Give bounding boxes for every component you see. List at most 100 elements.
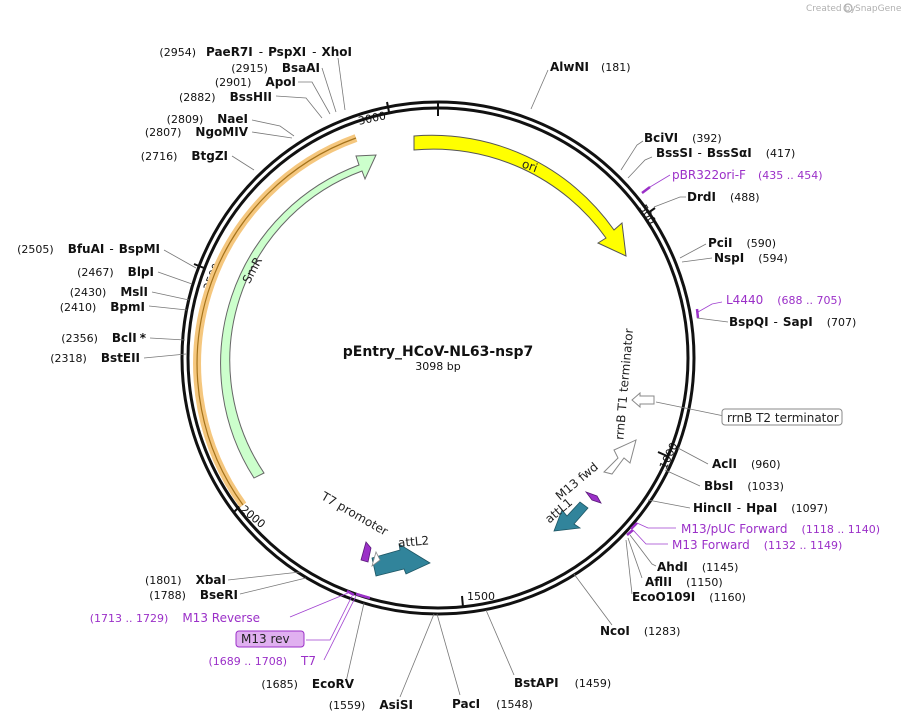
bcivi-leader [620, 140, 644, 171]
site-bspqi[interactable]: BspQI-SapI(707) [729, 315, 856, 329]
site-xbai[interactable]: (1801)XbaI [145, 573, 226, 587]
ecoo109i-leader [625, 539, 633, 595]
primer-pbr322[interactable]: pBR322ori-F(435 .. 454) [672, 168, 823, 182]
site-acli[interactable]: AclI(960) [712, 457, 781, 471]
plasmid-size: 3098 bp [415, 360, 460, 373]
site-apoi[interactable]: (2901)ApoI [215, 75, 296, 89]
m13forward-marker [626, 529, 634, 536]
smr-highlight-line [196, 137, 357, 506]
site-ahdi[interactable]: AhdI(1145) [657, 560, 738, 574]
site-naei[interactable]: (2809)NaeI [167, 112, 248, 126]
primer-m13puc[interactable]: M13/pUC Forward(1118 .. 1140) [681, 522, 880, 536]
tick-2500 [193, 263, 205, 269]
primer-l4440[interactable]: L4440(688 .. 705) [726, 293, 842, 307]
bpmi-leader [148, 305, 188, 311]
site-bsssi[interactable]: BssSI-BssSαI(417) [656, 146, 795, 160]
site-bsteii[interactable]: (2318)BstEII [50, 351, 140, 365]
site-nspi[interactable]: NspI(594) [714, 251, 788, 265]
ecorv-leader [345, 602, 365, 683]
m13reverse-marker [346, 589, 355, 597]
asisi-leader [399, 613, 435, 698]
site-ecorv[interactable]: (1685)EcoRV [261, 677, 354, 691]
site-aflii[interactable]: AflII(1150) [645, 575, 723, 589]
l4440-leader [697, 301, 723, 313]
drdi-leader [653, 196, 686, 208]
apoi-leader [298, 81, 331, 115]
plasmid-name: pEntry_HCoV-NL63-nsp7 [343, 344, 534, 360]
site-bsshii[interactable]: (2882)BssHII [179, 90, 272, 104]
rrnb-t2-box[interactable] [721, 408, 843, 426]
t7-primer-small [371, 550, 381, 568]
primer-t7[interactable]: (1689 .. 1708)T7 [208, 654, 316, 668]
tick-label-1500: 1500 [467, 590, 495, 603]
site-hincii[interactable]: HincII-HpaI(1097) [693, 501, 828, 515]
m13rev-leader [306, 595, 353, 641]
bspqi-leader [696, 317, 729, 323]
bstapi-leader [485, 609, 515, 676]
bcli-leader [149, 337, 186, 341]
rrnb-t2-arrow[interactable] [631, 391, 655, 409]
m13forward-leader [632, 529, 668, 545]
site-paer7i[interactable]: (2954)PaeR7I-PspXI-XhoI [159, 45, 352, 59]
t7-leader [323, 595, 357, 661]
site-bcivi[interactable]: BciVI(392) [644, 131, 722, 145]
site-ecoo109i[interactable]: EcoO109I(1160) [632, 590, 746, 604]
bseri-leader [239, 577, 307, 595]
site-drdi[interactable]: DrdI(488) [687, 190, 760, 204]
ori-feature-arrow[interactable] [413, 134, 627, 257]
site-bseri[interactable]: (1788)BseRI [149, 588, 238, 602]
site-bsaai[interactable]: (2915)BsaAI [231, 61, 320, 75]
site-bstapi[interactable]: BstAPI(1459) [514, 676, 611, 690]
t7-promoter-arrow[interactable] [360, 541, 372, 563]
m13puc-marker [630, 522, 638, 530]
site-msli[interactable]: (2430)MslI [70, 285, 148, 299]
ngomiv-leader [251, 131, 293, 139]
smr-highlight-band [193, 134, 358, 508]
attl2-label: attL2 [397, 533, 429, 550]
rrnb-t1-arrow[interactable] [603, 439, 637, 475]
attl1-arrow[interactable] [553, 501, 589, 532]
tick-1000 [657, 451, 668, 457]
snapgene-logo-icon [843, 3, 853, 13]
smr-feature-arrow[interactable] [220, 154, 377, 479]
site-bfuai[interactable]: (2505)BfuAI-BspMI [17, 242, 160, 256]
site-bcli[interactable]: (2356)BclI* [61, 331, 146, 345]
site-btgzi[interactable]: (2716)BtgZI [141, 149, 228, 163]
primer-m13reverse[interactable]: (1713 .. 1729)M13 Reverse [90, 611, 260, 625]
ahdi-leader [629, 534, 657, 567]
site-alwni[interactable]: AlwNI(181) [550, 60, 631, 74]
paci-leader [436, 613, 461, 696]
rrnb-t1-label: rrnB T1 terminator [612, 328, 636, 441]
site-blpi[interactable]: (2467)BlpI [77, 265, 154, 279]
sites-left: (1559)AsiSI (1685)EcoRV (1689 .. 1708)T7… [17, 45, 435, 712]
site-bpmi[interactable]: (2410)BpmI [60, 300, 145, 314]
site-paci[interactable]: PacI(1548) [452, 697, 533, 711]
site-pcii[interactable]: PciI(590) [708, 236, 776, 250]
site-ngomiv[interactable]: (2807)NgoMIV [145, 125, 249, 139]
site-bbsi[interactable]: BbsI(1033) [704, 479, 784, 493]
bsaai-leader [321, 67, 337, 113]
alwni-leader [530, 69, 549, 110]
sites-right: AlwNI(181) BciVI(392) BssSI-BssSαI(417) … [436, 60, 880, 711]
m13-rev-label: M13 rev [241, 632, 290, 646]
naei-leader [251, 119, 295, 137]
pbr322-marker [641, 186, 651, 194]
credit-text: Created by [806, 4, 856, 14]
site-asisi[interactable]: (1559)AsiSI [329, 698, 413, 712]
ncoi-leader [573, 573, 613, 626]
tick-500 [647, 207, 656, 214]
rrnb-t2-leader [655, 401, 725, 417]
tick-label-3000: 3000 [357, 109, 387, 128]
tick-label-1000: 1000 [657, 440, 681, 471]
xbai-leader [227, 571, 301, 581]
bfuai-leader [163, 249, 197, 269]
attl2-arrow[interactable] [371, 543, 431, 577]
t7-marker [355, 592, 371, 600]
tick-1500 [461, 595, 464, 608]
m13-fwd-primer[interactable] [584, 491, 602, 504]
site-ncoi[interactable]: NcoI(1283) [600, 624, 680, 638]
blpi-leader [157, 271, 193, 285]
m13-rev-box[interactable] [235, 630, 305, 648]
primer-m13forward[interactable]: M13 Forward(1132 .. 1149) [672, 538, 842, 552]
